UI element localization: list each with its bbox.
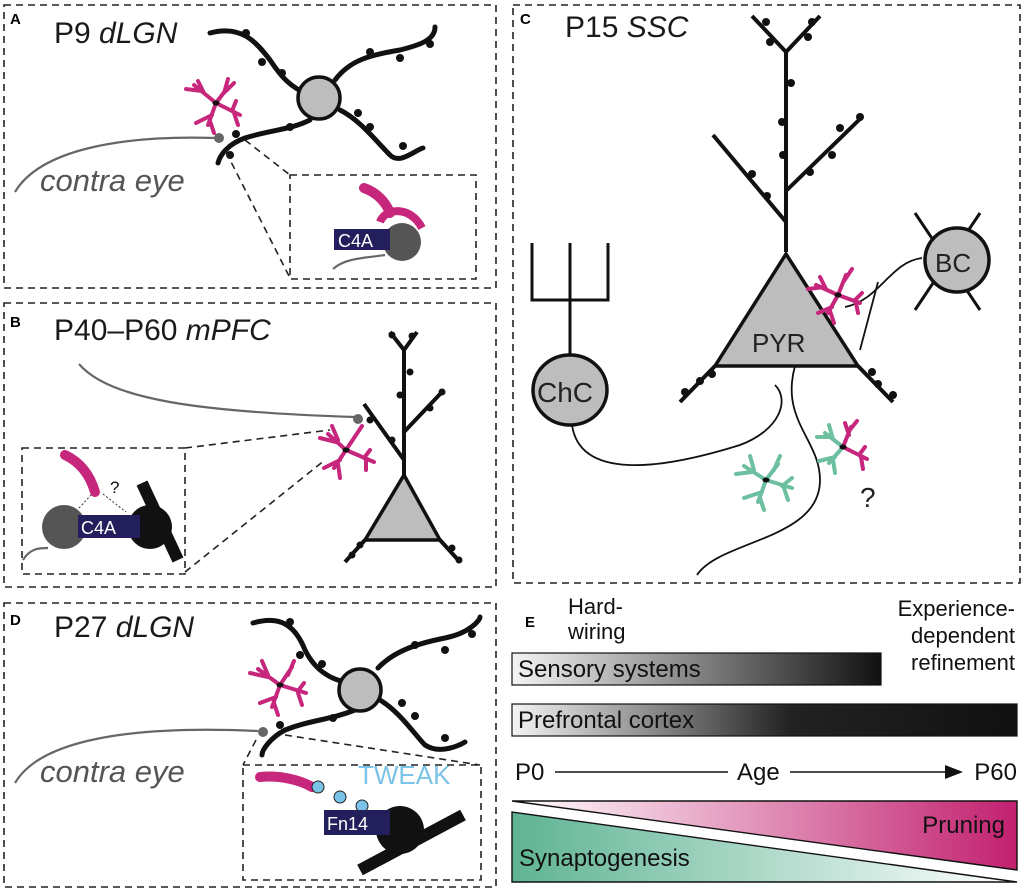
microglia-icon xyxy=(318,424,376,480)
basket-cell: BC xyxy=(844,212,991,351)
unknown-mechanism-question: ? xyxy=(860,482,876,513)
panel-a-letter: A xyxy=(10,11,21,28)
dendrite xyxy=(332,24,438,83)
presynaptic-terminal xyxy=(42,505,86,549)
panel-d-inset xyxy=(242,764,482,881)
panel-d-letter: D xyxy=(10,612,21,629)
panel-c-letter: C xyxy=(520,11,531,28)
relay-neuron xyxy=(207,24,438,166)
c4a-label: C4A xyxy=(338,231,373,251)
experience-label-3: refinement xyxy=(911,650,1015,675)
prefrontal-cortex-label: Prefrontal cortex xyxy=(518,707,694,734)
panel-d-title-region: dLGN xyxy=(116,611,195,644)
panel-d-title-age: P27 xyxy=(54,611,116,644)
fn14-label: Fn14 xyxy=(327,814,368,834)
chc-label: ChC xyxy=(537,377,593,408)
c4a-label: C4A xyxy=(81,518,116,538)
relay-neuron xyxy=(250,614,483,758)
dendrite xyxy=(337,107,426,161)
pruning-wedge xyxy=(511,800,1018,871)
panel-a-title-age: P9 xyxy=(54,17,99,50)
microglia-icon xyxy=(248,659,308,717)
panel-d-border xyxy=(3,602,497,888)
panel-c-title: P15 SSC xyxy=(565,11,689,44)
panel-a-axon-label: contra eye xyxy=(40,163,185,198)
panel-b: B P40–P60 mPFC xyxy=(3,302,497,588)
axon-terminal xyxy=(214,133,224,143)
panel-c-title-region: SSC xyxy=(627,11,689,44)
panel-b-title-age: P40–P60 xyxy=(54,314,186,347)
synaptogenesis-label: Synaptogenesis xyxy=(519,845,690,872)
panel-b-inset-synapse: ? C4A xyxy=(22,450,184,563)
panel-e-letter: E xyxy=(525,614,535,631)
age-axis-start: P0 xyxy=(515,759,544,786)
presynaptic-terminal xyxy=(383,223,421,261)
axon xyxy=(78,363,356,419)
experience-label-1: Experience- xyxy=(898,596,1015,621)
hard-wiring-label-1: Hard- xyxy=(568,594,623,619)
panel-a-title: P9 dLGN xyxy=(54,17,178,50)
panel-a-inset-synapse: C4A xyxy=(332,183,426,270)
tweak-label: TWEAK xyxy=(358,760,451,790)
pyramidal-neuron xyxy=(343,330,463,564)
panel-d-title: P27 dLGN xyxy=(54,611,194,644)
tweak-ligand xyxy=(333,790,347,804)
dendrite xyxy=(207,28,313,98)
unknown-mechanism-question: ? xyxy=(110,478,119,497)
pyr-label: PYR xyxy=(752,328,805,358)
microglia-icon xyxy=(806,267,864,325)
microglia-icon xyxy=(184,77,242,135)
tweak-ligand xyxy=(311,780,325,794)
age-axis-label: Age xyxy=(737,759,780,786)
panel-c-title-age: P15 xyxy=(565,11,627,44)
hard-wiring-label-2: wiring xyxy=(567,619,625,644)
sensory-systems-label: Sensory systems xyxy=(518,656,701,683)
synaptogenesis-wedge xyxy=(511,811,1018,883)
relay-neuron-soma xyxy=(296,75,342,121)
microglia-contact-icon xyxy=(815,419,869,475)
experience-label-2: dependent xyxy=(911,623,1015,648)
bc-label: BC xyxy=(935,248,971,278)
panel-c-border xyxy=(512,4,1021,584)
panel-c: C P15 SSC PYR BC xyxy=(512,4,1021,584)
panel-e: E Hard- wiring Experience- dependent ref… xyxy=(511,594,1018,883)
panel-a-border xyxy=(3,4,497,289)
panel-d-axon-label: contra eye xyxy=(40,754,185,789)
pyramidal-neuron: PYR xyxy=(678,14,897,404)
panel-b-border xyxy=(3,302,497,588)
panel-a: A P9 dLGN contra eye C4A xyxy=(3,4,497,289)
axon xyxy=(696,365,821,576)
age-axis-end: P60 xyxy=(974,759,1017,786)
retinal-axon xyxy=(14,136,216,193)
panel-a-title-region: dLGN xyxy=(99,17,178,50)
panel-a-inset xyxy=(289,174,477,280)
panel-b-title-region: mPFC xyxy=(186,314,271,347)
chandelier-cell: ChC xyxy=(530,243,783,467)
sensory-systems-bar xyxy=(511,652,882,686)
age-axis-arrow-icon xyxy=(945,765,963,779)
prefrontal-cortex-bar xyxy=(511,703,1018,737)
c4a-label-bg xyxy=(334,229,390,250)
panel-d: D P27 dLGN TWEAK xyxy=(3,602,497,888)
panel-b-letter: B xyxy=(10,314,21,331)
panel-b-title: P40–P60 mPFC xyxy=(54,314,271,347)
pruning-label: Pruning xyxy=(922,812,1005,839)
panel-d-inset-synapse: TWEAK Fn14 xyxy=(255,760,466,876)
retinal-axon xyxy=(14,728,259,784)
microglia-green-icon xyxy=(734,454,794,512)
